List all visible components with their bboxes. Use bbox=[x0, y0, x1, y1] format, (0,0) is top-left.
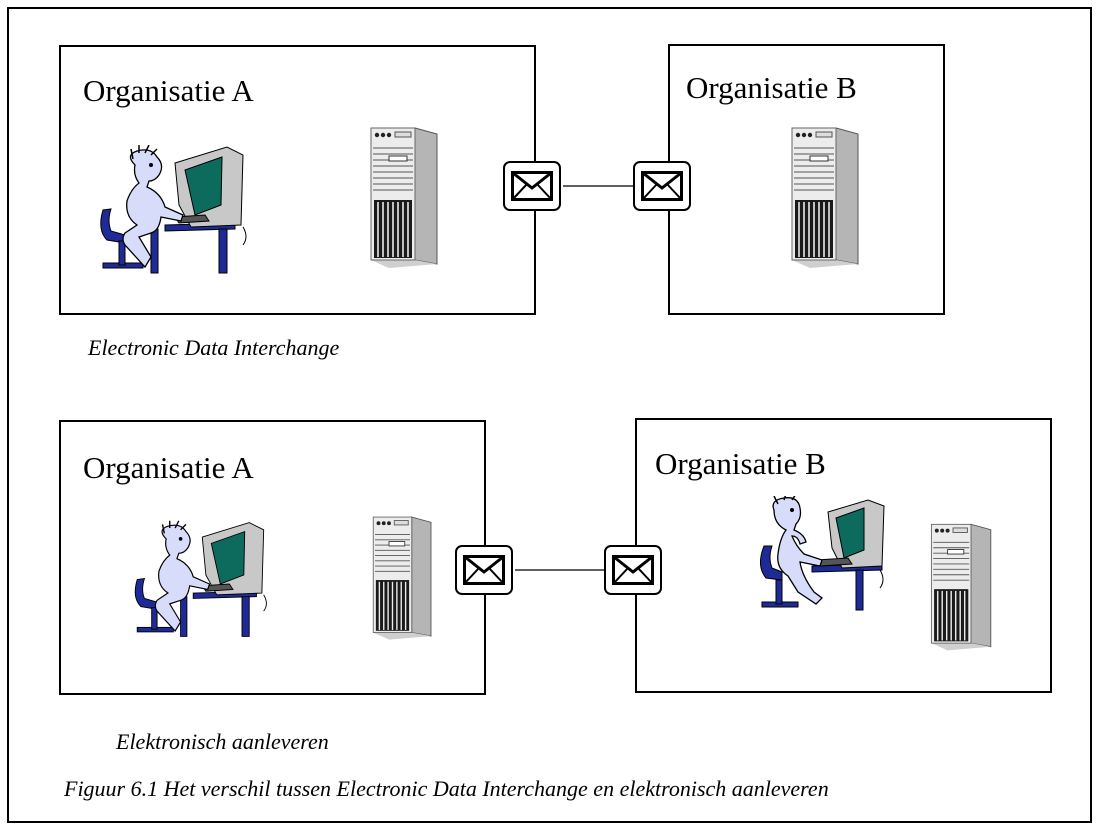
envelope-icon bbox=[455, 545, 513, 595]
person-at-computer-icon bbox=[760, 496, 885, 611]
org-b-title: Organisatie B bbox=[686, 70, 857, 105]
person-at-computer-icon bbox=[100, 145, 247, 274]
figure-frame bbox=[7, 7, 1092, 823]
server-tower-icon bbox=[930, 523, 992, 651]
server-tower-icon bbox=[372, 516, 432, 640]
caption-edi: Electronic Data Interchange bbox=[88, 335, 340, 360]
org-a-title: Organisatie A bbox=[83, 450, 254, 485]
server-tower-icon bbox=[370, 127, 438, 268]
person-at-computer-icon bbox=[134, 520, 267, 637]
envelope-icon bbox=[633, 161, 691, 211]
envelope-icon bbox=[604, 545, 662, 595]
org-b-title: Organisatie B bbox=[655, 446, 826, 481]
server-tower-icon bbox=[791, 127, 859, 268]
caption-aanleveren: Elektronisch aanleveren bbox=[116, 729, 329, 754]
org-a-title: Organisatie A bbox=[83, 73, 254, 108]
figure-caption: Figuur 6.1 Het verschil tussen Electroni… bbox=[64, 776, 829, 801]
envelope-icon bbox=[503, 161, 561, 211]
